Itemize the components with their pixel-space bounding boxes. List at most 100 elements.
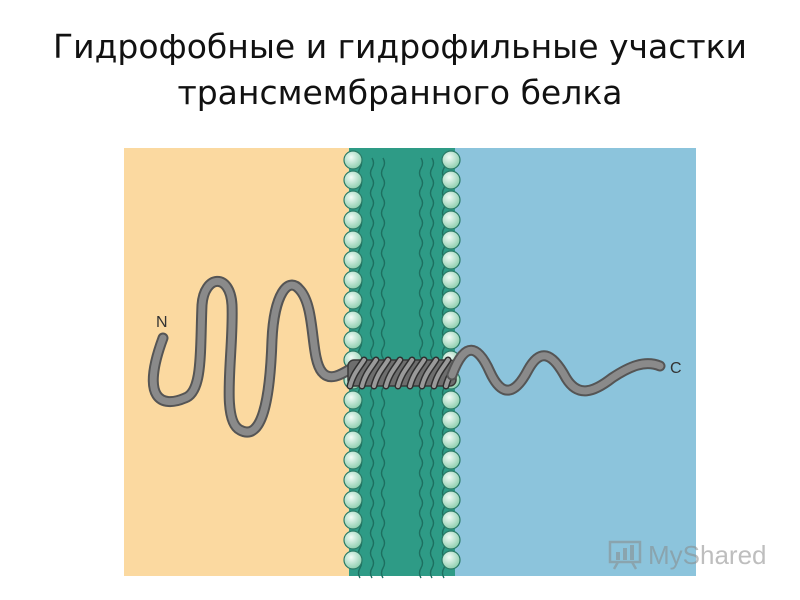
lipid-tail <box>418 497 424 519</box>
lipid-tail <box>380 317 386 339</box>
lipid-tail <box>380 517 386 539</box>
slide-title: Гидрофобные и гидрофильные участки транс… <box>0 24 800 116</box>
lipid-tail <box>418 417 424 439</box>
lipid-tail <box>429 477 435 499</box>
lipid-heads <box>343 150 461 570</box>
lipid-tail <box>418 517 424 539</box>
watermark-text: MyShared <box>648 539 767 570</box>
lipid-head <box>343 390 363 410</box>
lipid-head <box>441 210 461 230</box>
lipid-tail <box>418 337 424 359</box>
lipid-tail <box>380 277 386 299</box>
lipid-tail <box>380 417 386 439</box>
lipid-tail <box>380 477 386 499</box>
extracellular-region <box>124 148 349 576</box>
lipid-tail <box>429 497 435 519</box>
lipid-tail <box>369 437 375 459</box>
lipid-tail <box>418 177 424 199</box>
helix-turn <box>408 358 426 388</box>
lipid-tail <box>418 457 424 479</box>
lipid-head <box>441 530 461 550</box>
lipid-tail <box>380 537 386 559</box>
lipid-tail <box>380 177 386 199</box>
lipid-head <box>343 490 363 510</box>
lipid-tail <box>369 337 375 359</box>
helix-turn <box>396 358 414 388</box>
lipid-tail <box>369 517 375 539</box>
lipid-head <box>343 510 363 530</box>
lipid-head <box>441 170 461 190</box>
lipid-head <box>343 530 363 550</box>
lipid-tail <box>429 537 435 559</box>
lipid-tail <box>369 237 375 259</box>
lipid-tail <box>380 157 386 179</box>
c-terminus-label: C <box>670 360 682 377</box>
lipid-tail <box>429 177 435 199</box>
lipid-head <box>441 330 461 350</box>
lipid-tail <box>418 237 424 259</box>
n-terminus-label: N <box>156 314 168 331</box>
lipid-tail <box>380 237 386 259</box>
lipid-tail <box>429 237 435 259</box>
lipid-tail <box>369 477 375 499</box>
lipid-tail <box>429 337 435 359</box>
lipid-head <box>441 510 461 530</box>
lipid-tail <box>418 217 424 239</box>
lipid-head <box>343 190 363 210</box>
lipid-head <box>343 470 363 490</box>
lipid-tail <box>429 297 435 319</box>
lipid-head <box>441 250 461 270</box>
lipid-head <box>343 170 363 190</box>
lipid-head <box>343 430 363 450</box>
lipid-tail <box>418 537 424 559</box>
lipid-tail <box>369 157 375 179</box>
lipid-tail <box>369 497 375 519</box>
lipid-tail <box>418 477 424 499</box>
lipid-head <box>441 150 461 170</box>
lipid-tail <box>429 277 435 299</box>
lipid-head <box>343 290 363 310</box>
lipid-head <box>343 250 363 270</box>
helix-turn <box>372 358 390 388</box>
lipid-head <box>343 330 363 350</box>
helix-turn <box>384 358 402 388</box>
lipid-head <box>441 550 461 570</box>
lipid-tail <box>429 217 435 239</box>
lipid-tail <box>418 317 424 339</box>
lipid-tail <box>380 297 386 319</box>
lipid-tail <box>369 397 375 419</box>
lipid-tail <box>369 297 375 319</box>
lipid-head <box>343 550 363 570</box>
lipid-tail <box>418 277 424 299</box>
lipid-head <box>441 430 461 450</box>
lipid-tail <box>429 517 435 539</box>
lipid-tail <box>369 417 375 439</box>
lipid-tail <box>369 557 375 579</box>
presentation-chart-icon <box>608 540 642 570</box>
lipid-tail <box>429 557 435 579</box>
lipid-tail <box>429 417 435 439</box>
lipid-tail <box>369 277 375 299</box>
lipid-tail <box>380 197 386 219</box>
lipid-tail <box>369 177 375 199</box>
lipid-tail <box>418 437 424 459</box>
lipid-tail <box>369 317 375 339</box>
lipid-head <box>441 490 461 510</box>
lipid-tail <box>429 457 435 479</box>
watermark: MyShared <box>608 538 767 572</box>
lipid-tail <box>380 337 386 359</box>
lipid-head <box>343 210 363 230</box>
lipid-tail <box>418 557 424 579</box>
helix-turn <box>420 358 438 388</box>
lipid-head <box>343 150 363 170</box>
lipid-tail <box>429 397 435 419</box>
lipid-head <box>441 230 461 250</box>
slide-title-line-1: Гидрофобные и гидрофильные участки <box>53 27 747 66</box>
lipid-tail <box>429 257 435 279</box>
lipid-head <box>441 450 461 470</box>
lipid-head <box>441 190 461 210</box>
lipid-tail <box>418 157 424 179</box>
lipid-head <box>343 230 363 250</box>
lipid-tail <box>369 457 375 479</box>
